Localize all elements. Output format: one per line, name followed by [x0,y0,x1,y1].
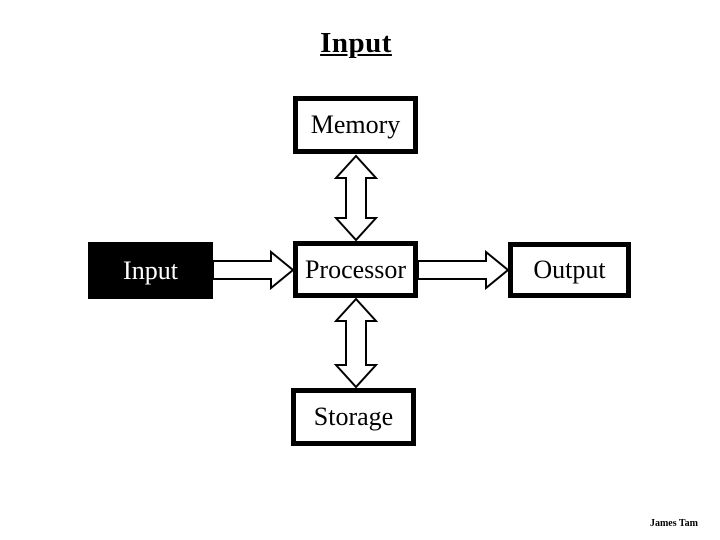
node-output: Output [508,242,631,298]
attribution-text: James Tam [649,518,698,529]
node-storage-label: Storage [313,402,394,431]
arrow-processor-to-output [417,249,510,291]
slide-title: Input [320,27,392,59]
node-input-label: Input [123,255,178,285]
node-processor: Processor [293,241,418,298]
arrow-processor-storage-double [333,297,379,389]
node-input: Input [88,242,213,299]
node-output-label: Output [533,255,606,284]
node-memory-label: Memory [310,110,401,139]
node-memory: Memory [293,96,418,154]
arrow-memory-processor-double [333,154,379,242]
node-processor-label: Processor [304,254,407,284]
node-storage: Storage [291,388,416,446]
arrow-input-to-processor [212,249,295,291]
